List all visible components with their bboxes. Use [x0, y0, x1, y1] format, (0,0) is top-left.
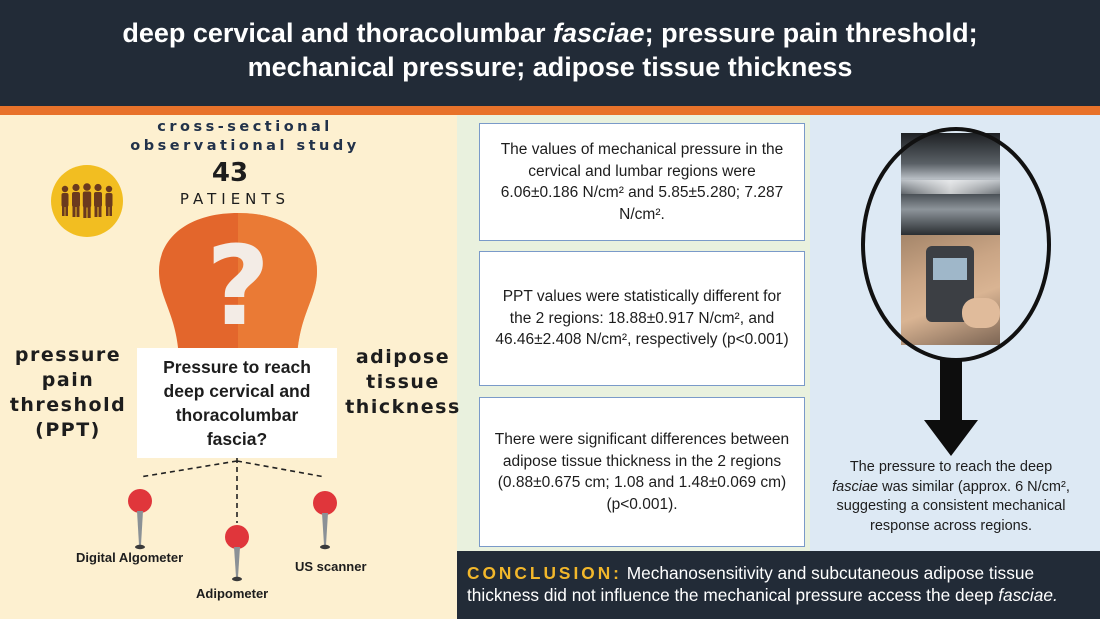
research-question: Pressure to reach deep cervical and thor…: [137, 348, 337, 458]
caption-part-2: was similar (approx. 6 N/cm², suggesting…: [836, 478, 1070, 534]
header-divider: [0, 106, 1100, 115]
patient-label: PATIENTS: [179, 190, 291, 208]
question-text: Pressure to reach deep cervical and thor…: [163, 357, 311, 449]
summary-caption: The pressure to reach the deep fasciae w…: [826, 458, 1076, 536]
header-banner: deep cervical and thoracolumbar fasciae;…: [0, 0, 1100, 106]
conclusion-body: Mechanosensitivity and subcutaneous adip…: [467, 563, 1035, 605]
people-group-icon: [51, 165, 123, 237]
result-ppt: PPT values were statistically different …: [479, 251, 805, 386]
result-text: The values of mechanical pressure in the…: [500, 141, 784, 223]
map-pin-icon: [128, 489, 152, 550]
title-part-1: deep cervical and thoracolumbar: [122, 18, 553, 48]
page-title: deep cervical and thoracolumbar fasciae;…: [40, 16, 1060, 84]
caption-part-1: The pressure to reach the deep: [849, 459, 1053, 475]
conclusion-bar: CONCLUSION: Mechanosensitivity and subcu…: [457, 551, 1100, 619]
svg-text:?: ?: [206, 222, 270, 350]
title-part-2: ; pressure pain threshold;: [644, 18, 978, 48]
conclusion-tag: CONCLUSION:: [467, 563, 622, 583]
patient-count: 43: [211, 158, 249, 188]
tool-us-scanner: US scanner: [295, 559, 367, 574]
map-pin-icon: [313, 491, 337, 550]
conclusion-text: CONCLUSION: Mechanosensitivity and subcu…: [467, 562, 1092, 606]
caption-italic: fasciae: [832, 478, 879, 495]
result-text: There were significant differences betwe…: [494, 431, 790, 513]
question-mark-icon: ?: [159, 213, 317, 359]
result-adipose-thickness: There were significant differences betwe…: [479, 397, 805, 547]
study-design: cross-sectional observational study: [130, 119, 360, 154]
tool-adipometer: Adipometer: [196, 586, 269, 601]
tool-connectors: [128, 458, 337, 582]
tool-digital-algometer: Digital Algometer: [76, 550, 184, 565]
result-text: PPT values were statistically different …: [495, 288, 789, 349]
photo-frame-oval: [861, 127, 1051, 362]
title-line-2: mechanical pressure; adipose tissue thic…: [247, 52, 853, 82]
ppt-label: pressure pain threshold (PPT): [9, 344, 127, 441]
map-pin-icon: [225, 525, 249, 582]
adipose-label: adipose tissue thickness: [345, 346, 461, 418]
down-arrow-icon: [924, 360, 978, 456]
result-mechanical-pressure: The values of mechanical pressure in the…: [479, 123, 805, 241]
title-italic: fasciae: [553, 18, 645, 48]
conclusion-italic: fasciae.: [998, 585, 1058, 605]
